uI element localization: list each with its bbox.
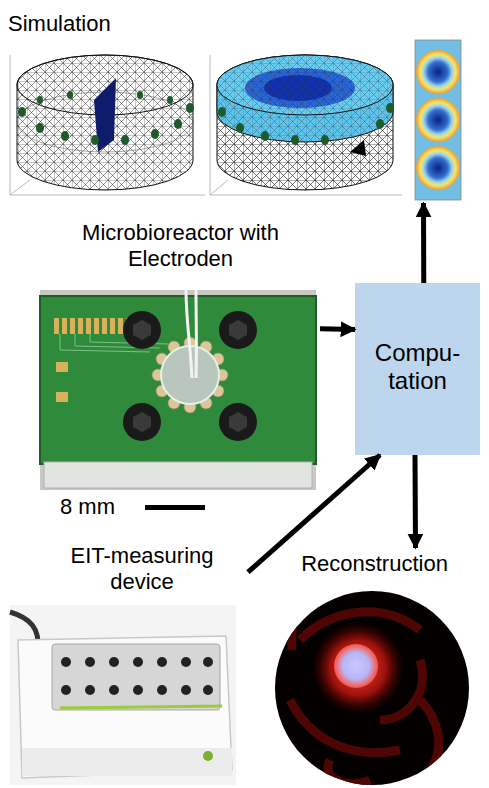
heading: EIT-measuring device [42,543,242,595]
heading: Reconstruction [272,551,477,577]
screw [123,311,257,441]
flow-arrow [421,203,426,283]
photo-group: Microbioreactor with Electroden [38,220,320,492]
box-label: Compu- tation [365,339,470,396]
flow-arrow [413,455,419,548]
reconstruction-image [275,591,469,785]
image-group: Simulation [5,5,470,203]
dimension-label: 8 mm [40,494,135,520]
image-group: Reconstruction [272,548,477,786]
flow-arrow [320,326,355,332]
heading: Microbioreactor with Electroden [53,220,308,272]
scale-bar [145,505,205,510]
device-photo [10,605,236,785]
photo-group: EIT-measuring device [8,543,248,786]
flow-arrow [248,455,380,572]
simulation-slices [415,40,461,200]
heading: Simulation [8,11,168,37]
simulation-mesh [10,55,205,195]
simulation-mesh [210,55,402,195]
bioreactor-photo [40,290,316,490]
process-box: Compu- tation [355,283,480,455]
